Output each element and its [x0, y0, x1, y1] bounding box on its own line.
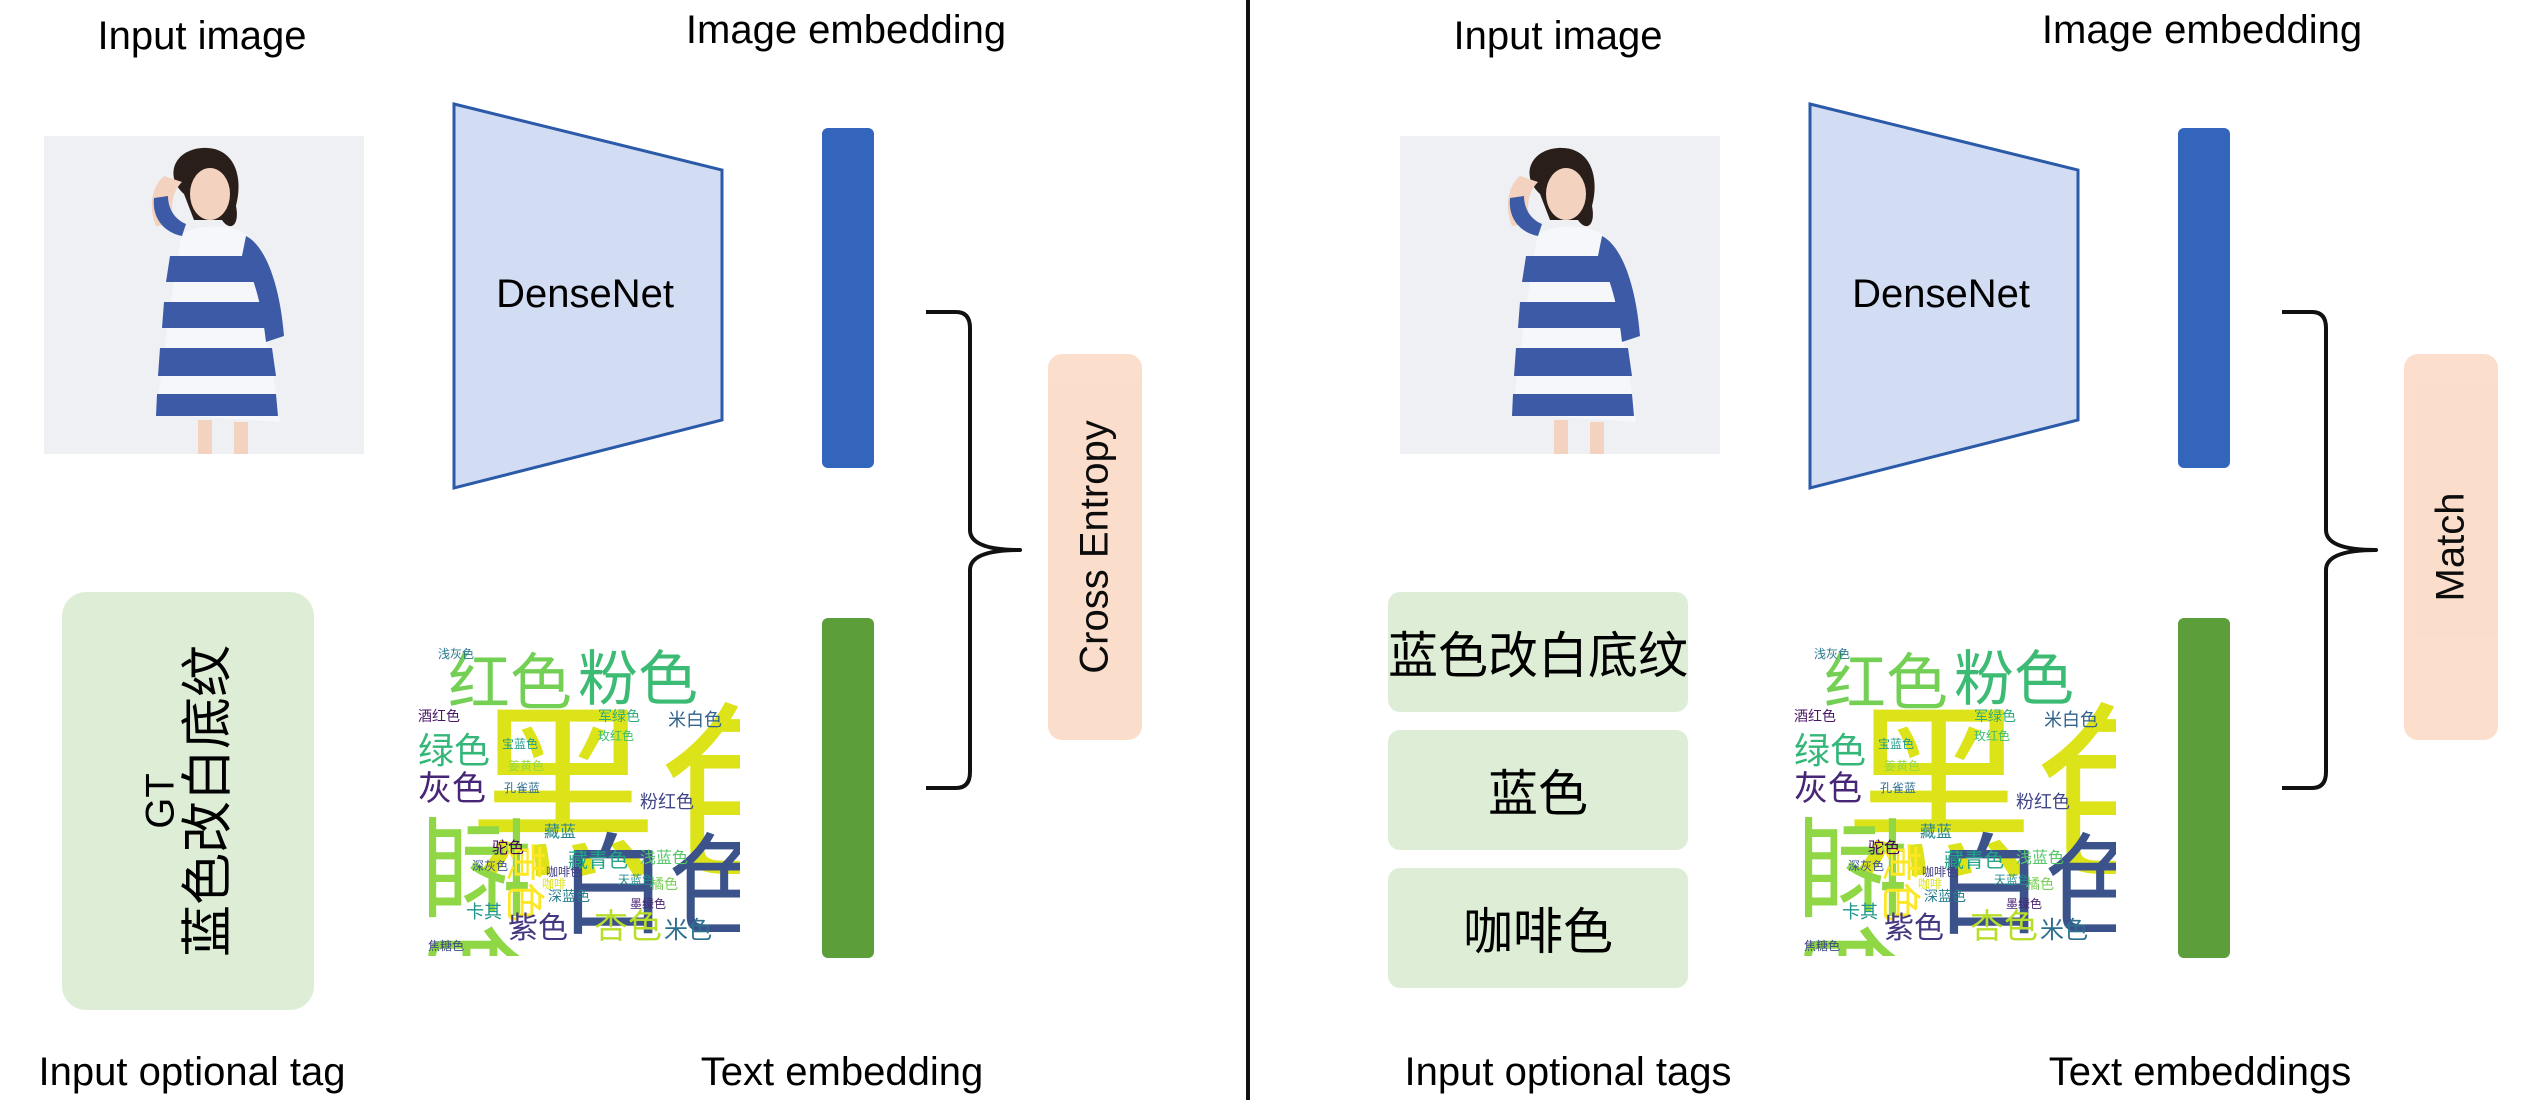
input-photo [44, 136, 364, 454]
word-cloud-tag: 灰色 [418, 769, 486, 809]
word-cloud-tag: 白色 [558, 823, 740, 951]
gt-tag-box: GT 蓝色改白底纹 [62, 592, 314, 1010]
word-cloud-tag: 玫红色 [1974, 729, 2011, 743]
image-embedding-bar [2178, 128, 2230, 468]
word-cloud-tag: 粉红色 [2016, 792, 2070, 813]
word-cloud-tag: 深灰色 [472, 859, 509, 873]
input-tags-label: Input optional tags [1404, 1050, 1732, 1094]
left-panel: Input image Image embedding DenseNet Cro… [0, 0, 1246, 1100]
word-cloud-tag: 军绿色 [598, 709, 640, 725]
word-cloud-tag: 墨绿色 [630, 897, 667, 911]
word-cloud-tag: 白色 [1934, 823, 2116, 951]
word-cloud-tag: 红色 [448, 646, 573, 719]
image-embedding-label: Image embedding [2041, 8, 2363, 52]
match-label: Match [2428, 492, 2473, 602]
text-embeddings-label: Text embeddings [2048, 1050, 2352, 1094]
loss-box: Cross Entropy [1048, 354, 1142, 740]
input-image-label: Input image [97, 14, 307, 58]
word-cloud-tag: 咖啡 [542, 877, 567, 891]
word-cloud-tag: 藏青色 [568, 848, 628, 872]
word-cloud-tag: 卡其 [466, 902, 502, 923]
word-cloud-tag: 红色 [1824, 646, 1949, 719]
word-cloud-tag: 藏蓝 [1920, 822, 1953, 841]
word-cloud-tag: 姜黄色 [1884, 759, 1921, 773]
word-cloud-tag: 米白色 [668, 710, 722, 731]
text-embedding-bar [2178, 618, 2230, 958]
word-cloud-tag: 孔雀蓝 [504, 781, 541, 795]
image-embedding-bar [822, 128, 874, 468]
word-cloud-tag: 藏青色 [1944, 848, 2004, 872]
word-cloud-tag: 玫红色 [598, 729, 635, 743]
input-image-label: Input image [1453, 14, 1663, 58]
word-cloud-tag: 粉红色 [640, 792, 694, 813]
word-cloud-tag: 酒红色 [418, 709, 460, 725]
word-cloud-tag: 深蓝色 [548, 889, 590, 905]
word-cloud-tag: 橘色 [650, 877, 678, 893]
word-cloud-tag: 绿色 [418, 731, 491, 772]
word-cloud-tag: 焦糖色 [428, 939, 465, 953]
word-cloud-tag: 驼色 [1868, 838, 1901, 857]
word-cloud-tag: 咖啡 [1918, 877, 1943, 891]
brace-connector [924, 310, 1022, 790]
word-cloud-tag: 米白色 [2044, 710, 2098, 731]
right-panel: Input image Image embedding DenseNet Mat… [1256, 0, 2502, 1100]
word-cloud-tag: 紫色 [508, 911, 568, 946]
word-cloud-tag: 咖啡色 [546, 865, 583, 879]
input-tag-label: Input optional tag [38, 1050, 346, 1094]
gt-tag-text: 蓝色改白底纹 [178, 644, 239, 958]
word-cloud-tag: 藏蓝 [544, 822, 577, 841]
tag-box-3: 咖啡色 [1388, 868, 1688, 988]
word-cloud-tag: 酒红色 [1794, 709, 1836, 725]
word-cloud-tag: 紫色 [1884, 911, 1944, 946]
word-cloud-tag: 黑色 [468, 686, 740, 907]
encoder-label: DenseNet [496, 272, 674, 316]
word-cloud-tag: 军绿色 [1974, 709, 2016, 725]
word-cloud-tag: 米色 [2040, 916, 2088, 944]
word-cloud-tag: 卡其 [1842, 902, 1878, 923]
word-cloud-tag: 绿色 [1794, 731, 1867, 772]
word-cloud-tag: 粉色 [578, 645, 698, 715]
word-cloud-tag: 米色 [664, 916, 712, 944]
word-cloud-tag: 浅蓝色 [640, 848, 689, 867]
word-cloud-tag: 杏色 [594, 907, 662, 947]
tag-box-2: 蓝色 [1388, 730, 1688, 850]
input-photo [1400, 136, 1720, 454]
word-cloud-tag: 宝蓝色 [1878, 737, 1915, 751]
word-cloud-tag: 黑色 [1844, 686, 2116, 907]
word-cloud-tag: 姜黄色 [508, 759, 545, 773]
encoder-label: DenseNet [1852, 272, 2030, 316]
loss-label: Cross Entropy [1072, 420, 1117, 674]
word-cloud-tag: 杏色 [1970, 907, 2038, 947]
panel-divider [1246, 0, 1250, 1100]
text-embedding-label: Text embedding [700, 1050, 984, 1094]
text-embedding-bar [822, 618, 874, 958]
tag-word-cloud: 黑色白色蓝色红色粉色绿色灰色黄色杏色紫色米色卡其米白色粉红色酒红色军绿色藏青色浅… [418, 642, 740, 956]
word-cloud-tag: 深灰色 [1848, 859, 1885, 873]
word-cloud-tag: 天蓝色 [1994, 873, 2031, 887]
tag-box-1: 蓝色改白底纹 [1388, 592, 1688, 712]
word-cloud-tag: 粉色 [1954, 645, 2074, 715]
brace-connector [2280, 310, 2378, 790]
word-cloud-tag: 橘色 [2026, 877, 2054, 893]
word-cloud-tag: 咖啡色 [1922, 865, 1959, 879]
word-cloud-tag: 驼色 [492, 838, 525, 857]
word-cloud-tag: 浅蓝色 [2016, 848, 2065, 867]
word-cloud-tag: 焦糖色 [1804, 939, 1841, 953]
word-cloud-tag: 浅灰色 [438, 647, 475, 661]
gt-label: GT [138, 773, 183, 829]
word-cloud-tag: 墨绿色 [2006, 897, 2043, 911]
word-cloud-tag: 孔雀蓝 [1880, 781, 1917, 795]
word-cloud-tag: 宝蓝色 [502, 737, 539, 751]
word-cloud-tag: 深蓝色 [1924, 889, 1966, 905]
image-embedding-label: Image embedding [685, 8, 1007, 52]
match-box: Match [2404, 354, 2498, 740]
word-cloud-tag: 天蓝色 [618, 873, 655, 887]
word-cloud-tag: 灰色 [1794, 769, 1862, 809]
word-cloud-tag: 浅灰色 [1814, 647, 1851, 661]
tag-word-cloud: 黑色白色蓝色红色粉色绿色灰色黄色杏色紫色米色卡其米白色粉红色酒红色军绿色藏青色浅… [1794, 642, 2116, 956]
